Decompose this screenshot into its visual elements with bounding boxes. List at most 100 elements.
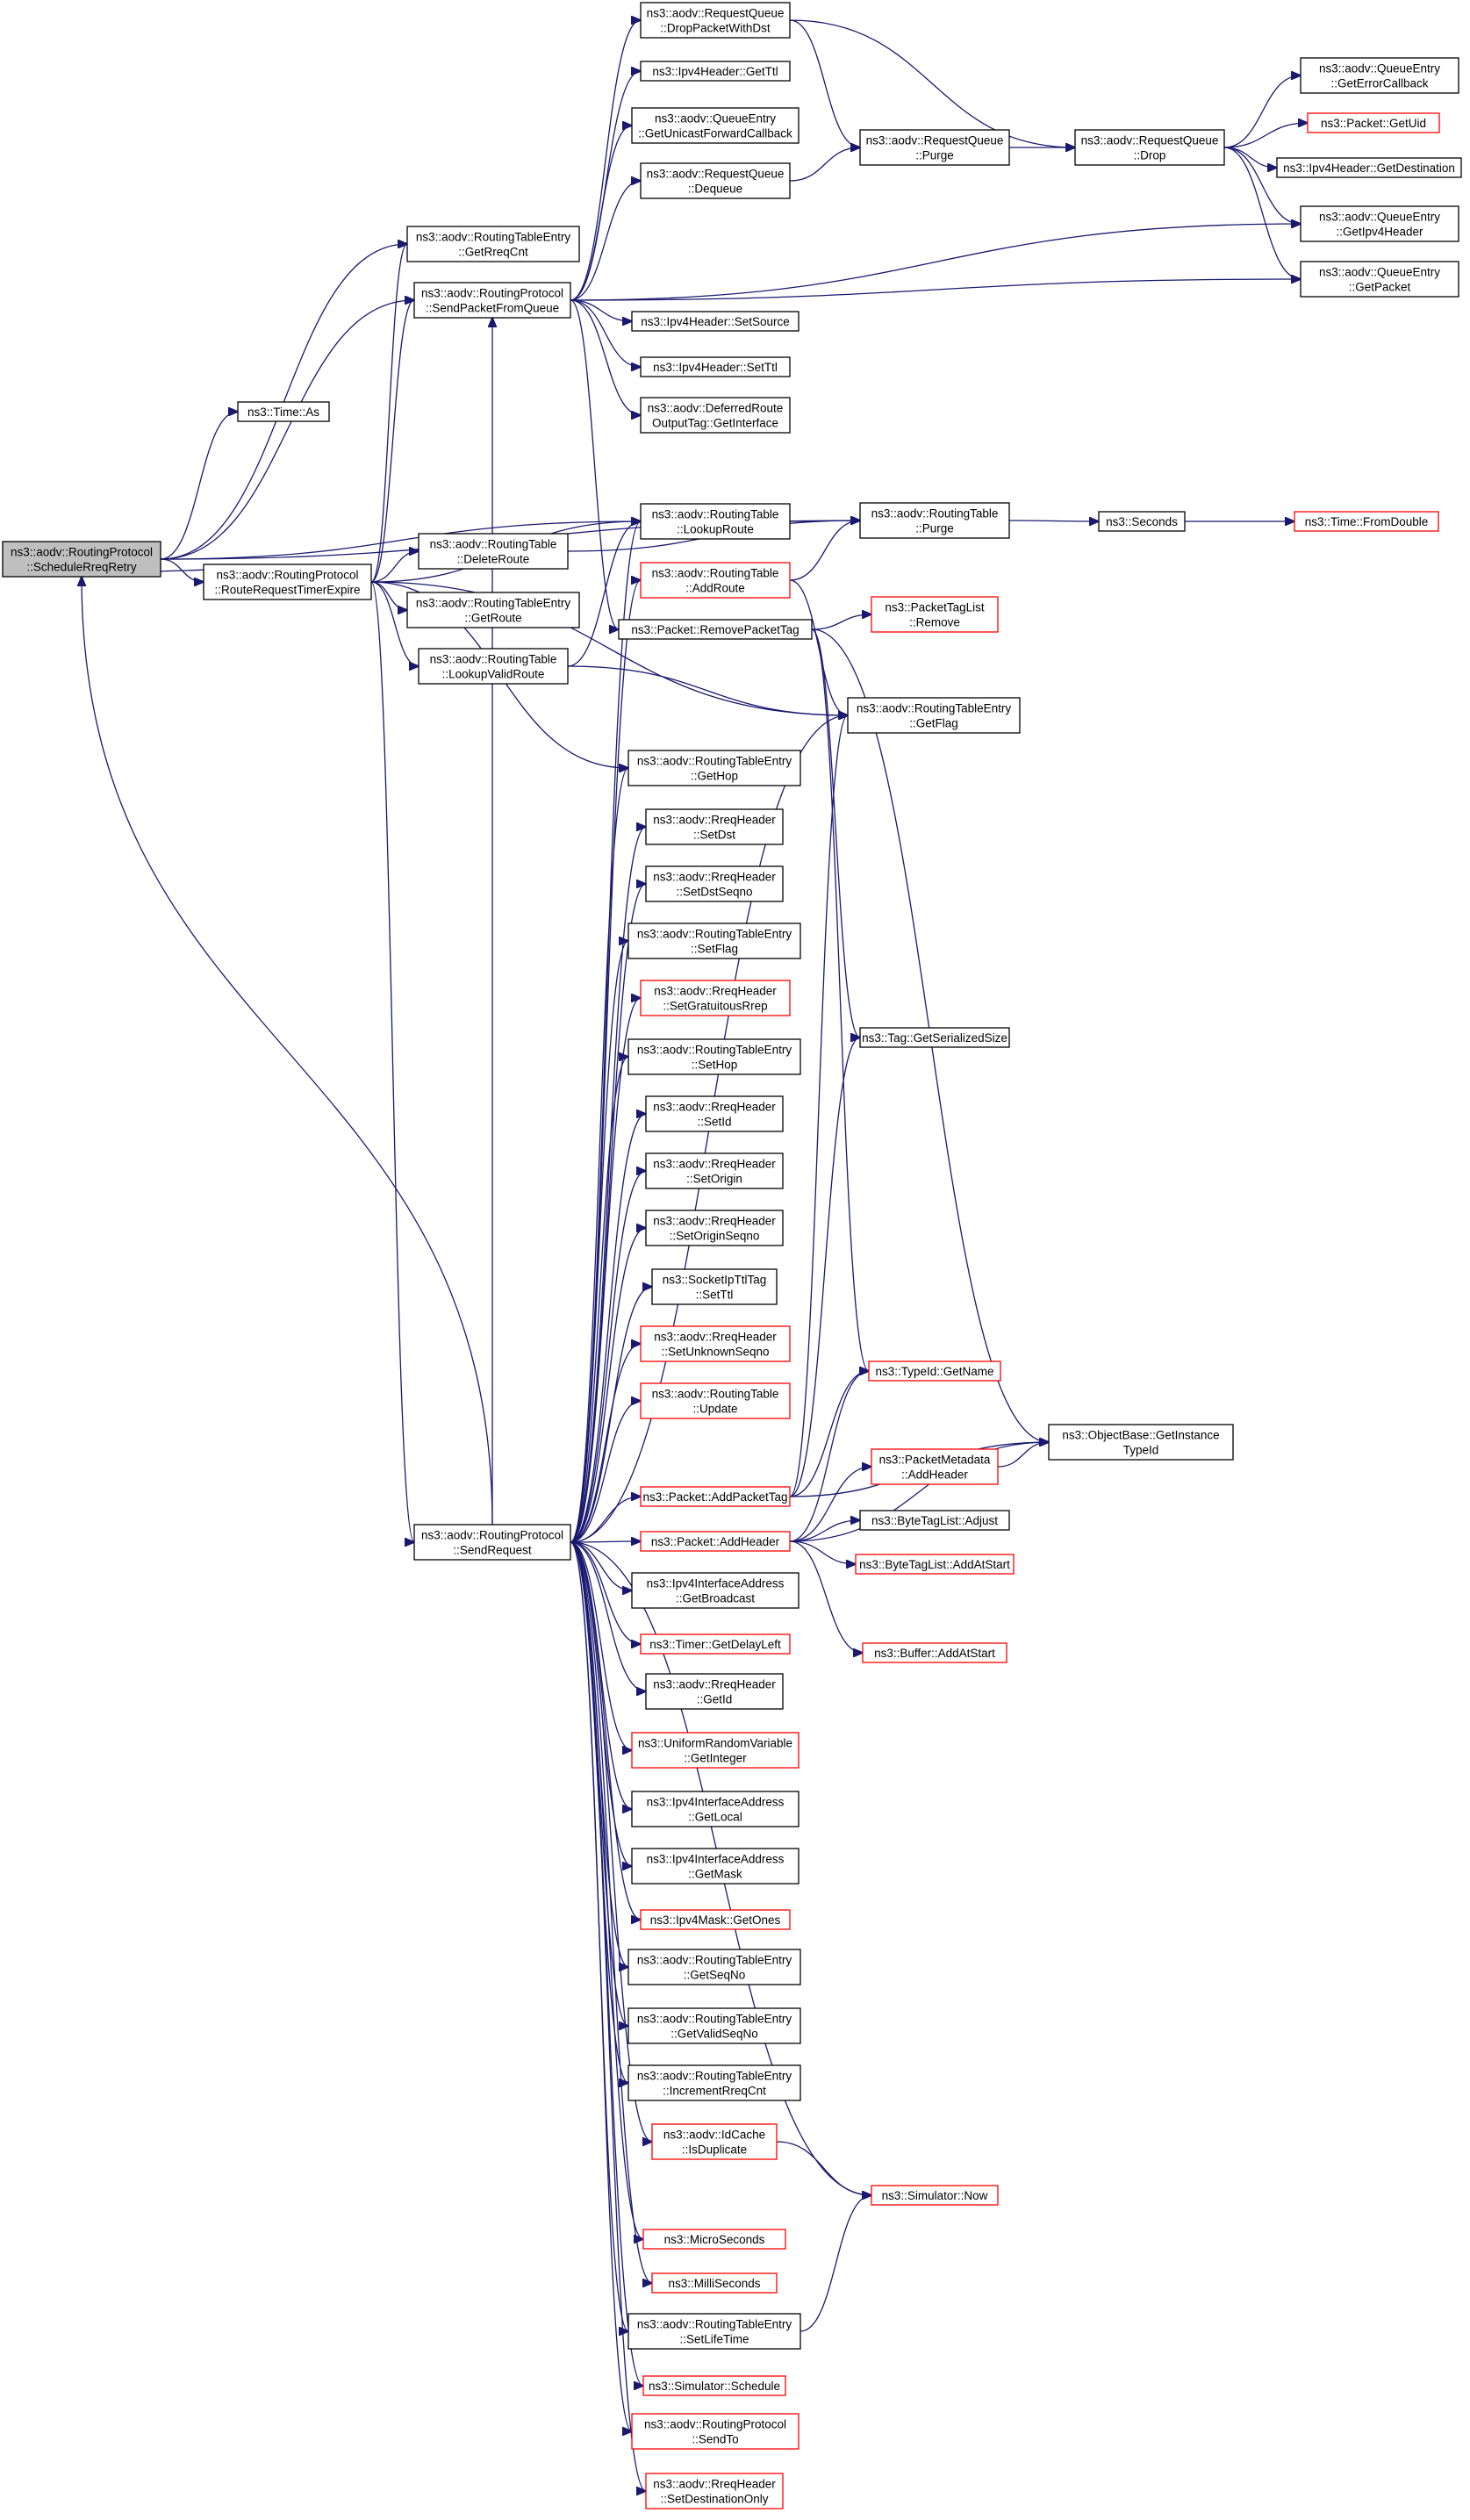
node-is-duplicate[interactable]: ns3::aodv::IdCache::IsDuplicate [651,2123,778,2160]
node-box[interactable] [640,356,791,377]
node-tag-get-ser-size[interactable]: ns3::Tag::GetSerializedSize [859,1027,1010,1048]
node-box[interactable] [859,1027,1010,1048]
node-box[interactable] [627,1949,801,1985]
node-box[interactable] [627,2064,801,2101]
node-rq-purge[interactable]: ns3::aodv::RequestQueue::Purge [859,129,1010,166]
node-box[interactable] [847,697,1021,734]
node-inc-rreq-cnt[interactable]: ns3::aodv::RoutingTableEntry::IncrementR… [627,2064,801,2101]
node-box[interactable] [631,1572,800,1609]
node-box[interactable] [640,61,791,82]
node-box[interactable] [645,1152,784,1189]
node-add-pkt-tag[interactable]: ns3::Packet::AddPacketTag [640,1486,791,1507]
node-buf-add-at-start[interactable]: ns3::Buffer::AddAtStart [862,1642,1007,1663]
node-box[interactable] [627,1038,801,1075]
node-box[interactable] [640,1325,791,1362]
node-box[interactable] [1074,129,1225,166]
node-send-to[interactable]: ns3::aodv::RoutingProtocol::SendTo [631,2413,800,2450]
node-box[interactable] [645,865,784,902]
node-set-life-time[interactable]: ns3::aodv::RoutingTableEntry::SetLifeTim… [627,2313,801,2350]
node-box[interactable] [640,562,791,599]
node-box[interactable] [640,162,791,199]
node-get-rreq-cnt[interactable]: ns3::aodv::RoutingTableEntry::GetRreqCnt [406,226,580,262]
node-box[interactable] [627,923,801,959]
node-box[interactable] [631,1848,800,1885]
node-set-dst[interactable]: ns3::aodv::RreqHeader::SetDst [645,808,784,845]
node-remove-pkt-tag[interactable]: ns3::Packet::RemovePacketTag [618,619,813,640]
node-set-dst-seqno[interactable]: ns3::aodv::RreqHeader::SetDstSeqno [645,865,784,902]
node-box[interactable] [1300,205,1459,242]
node-box[interactable] [237,401,330,422]
node-lookup-route[interactable]: ns3::aodv::RoutingTable::LookupRoute [640,503,791,540]
node-get-packet[interactable]: ns3::aodv::QueueEntry::GetPacket [1300,261,1459,298]
node-rreq-timer[interactable]: ns3::aodv::RoutingProtocol::RouteRequest… [203,564,372,600]
node-box[interactable] [1276,157,1462,178]
node-box[interactable] [871,596,999,633]
node-box[interactable] [640,1382,791,1419]
node-box[interactable] [1098,511,1186,532]
node-box[interactable] [631,2413,800,2450]
node-sim-now[interactable]: ns3::Simulator::Now [871,2185,999,2206]
node-add-route[interactable]: ns3::aodv::RoutingTable::AddRoute [640,562,791,599]
node-box[interactable] [645,1673,784,1710]
node-box[interactable] [645,1210,784,1246]
node-set-ttl-h[interactable]: ns3::Ipv4Header::SetTtl [640,356,791,377]
node-box[interactable] [413,282,571,319]
node-send-request[interactable]: ns3::aodv::RoutingProtocol::SendRequest [413,1524,571,1561]
node-rt-purge[interactable]: ns3::aodv::RoutingTable::Purge [859,502,1010,539]
node-get-integer[interactable]: ns3::UniformRandomVariable::GetInteger [631,1732,800,1769]
node-box[interactable] [640,503,791,540]
node-box[interactable] [1307,112,1440,133]
node-send-pkt-q[interactable]: ns3::aodv::RoutingProtocol::SendPacketFr… [413,282,571,319]
node-box[interactable] [640,1909,791,1930]
node-micro-sec[interactable]: ns3::MicroSeconds [642,2229,786,2250]
node-box[interactable] [859,502,1010,539]
node-get-ucast-cb[interactable]: ns3::aodv::QueueEntry::GetUnicastForward… [631,107,800,144]
node-box[interactable] [1300,261,1459,298]
node-box[interactable] [631,1732,800,1769]
node-box[interactable] [645,2473,784,2509]
node-box[interactable] [640,1486,791,1507]
node-time-as[interactable]: ns3::Time::As [237,401,330,422]
node-type-id-get-name[interactable]: ns3::TypeId::GetName [868,1361,1001,1382]
node-box[interactable] [651,1268,778,1305]
node-set-hop[interactable]: ns3::aodv::RoutingTableEntry::SetHop [627,1038,801,1075]
node-lookup-valid[interactable]: ns3::aodv::RoutingTable::LookupValidRout… [418,648,569,685]
node-box[interactable] [413,1524,571,1561]
node-set-flag[interactable]: ns3::aodv::RoutingTableEntry::SetFlag [627,923,801,959]
node-box[interactable] [645,1095,784,1132]
node-box[interactable] [631,311,800,332]
node-tag-list-remove[interactable]: ns3::PacketTagList::Remove [871,596,999,633]
node-box[interactable] [642,2229,786,2250]
node-box[interactable] [2,541,161,578]
node-btl-adjust[interactable]: ns3::ByteTagList::Adjust [859,1510,1010,1531]
node-box[interactable] [406,592,580,628]
node-box[interactable] [642,2375,786,2396]
node-box[interactable] [627,2007,801,2044]
node-box[interactable] [855,1554,1015,1575]
node-box[interactable] [1048,1424,1234,1461]
node-box[interactable] [651,2272,778,2294]
node-box[interactable] [1294,511,1439,532]
node-box[interactable] [651,2123,778,2160]
node-get-broadcast[interactable]: ns3::Ipv4InterfaceAddress::GetBroadcast [631,1572,800,1609]
node-set-id[interactable]: ns3::aodv::RreqHeader::SetId [645,1095,784,1132]
node-box[interactable] [631,107,800,144]
node-get-ipv4hdr[interactable]: ns3::aodv::QueueEntry::GetIpv4Header [1300,205,1459,242]
node-get-route[interactable]: ns3::aodv::RoutingTableEntry::GetRoute [406,592,580,628]
node-pm-add-header[interactable]: ns3::PacketMetadata::AddHeader [871,1448,999,1485]
node-box[interactable] [640,980,791,1016]
node-box[interactable] [640,2,791,39]
node-box[interactable] [627,750,801,786]
node-box[interactable] [640,1633,791,1655]
node-set-grat-rrep[interactable]: ns3::aodv::RreqHeader::SetGratuitousRrep [640,980,791,1016]
node-sock-set-ttl[interactable]: ns3::SocketIpTtlTag::SetTtl [651,1268,778,1305]
node-set-origin[interactable]: ns3::aodv::RreqHeader::SetOrigin [645,1152,784,1189]
node-box[interactable] [418,533,569,570]
node-root[interactable]: ns3::aodv::RoutingProtocol::ScheduleRreq… [2,541,161,578]
node-set-dest-only[interactable]: ns3::aodv::RreqHeader::SetDestinationOnl… [645,2473,784,2509]
node-get-ones[interactable]: ns3::Ipv4Mask::GetOnes [640,1909,791,1930]
node-rreq-get-id[interactable]: ns3::aodv::RreqHeader::GetId [645,1673,784,1710]
node-drop-pkt-dst[interactable]: ns3::aodv::RequestQueue::DropPacketWithD… [640,2,791,39]
node-btl-add-at-start[interactable]: ns3::ByteTagList::AddAtStart [855,1554,1015,1575]
